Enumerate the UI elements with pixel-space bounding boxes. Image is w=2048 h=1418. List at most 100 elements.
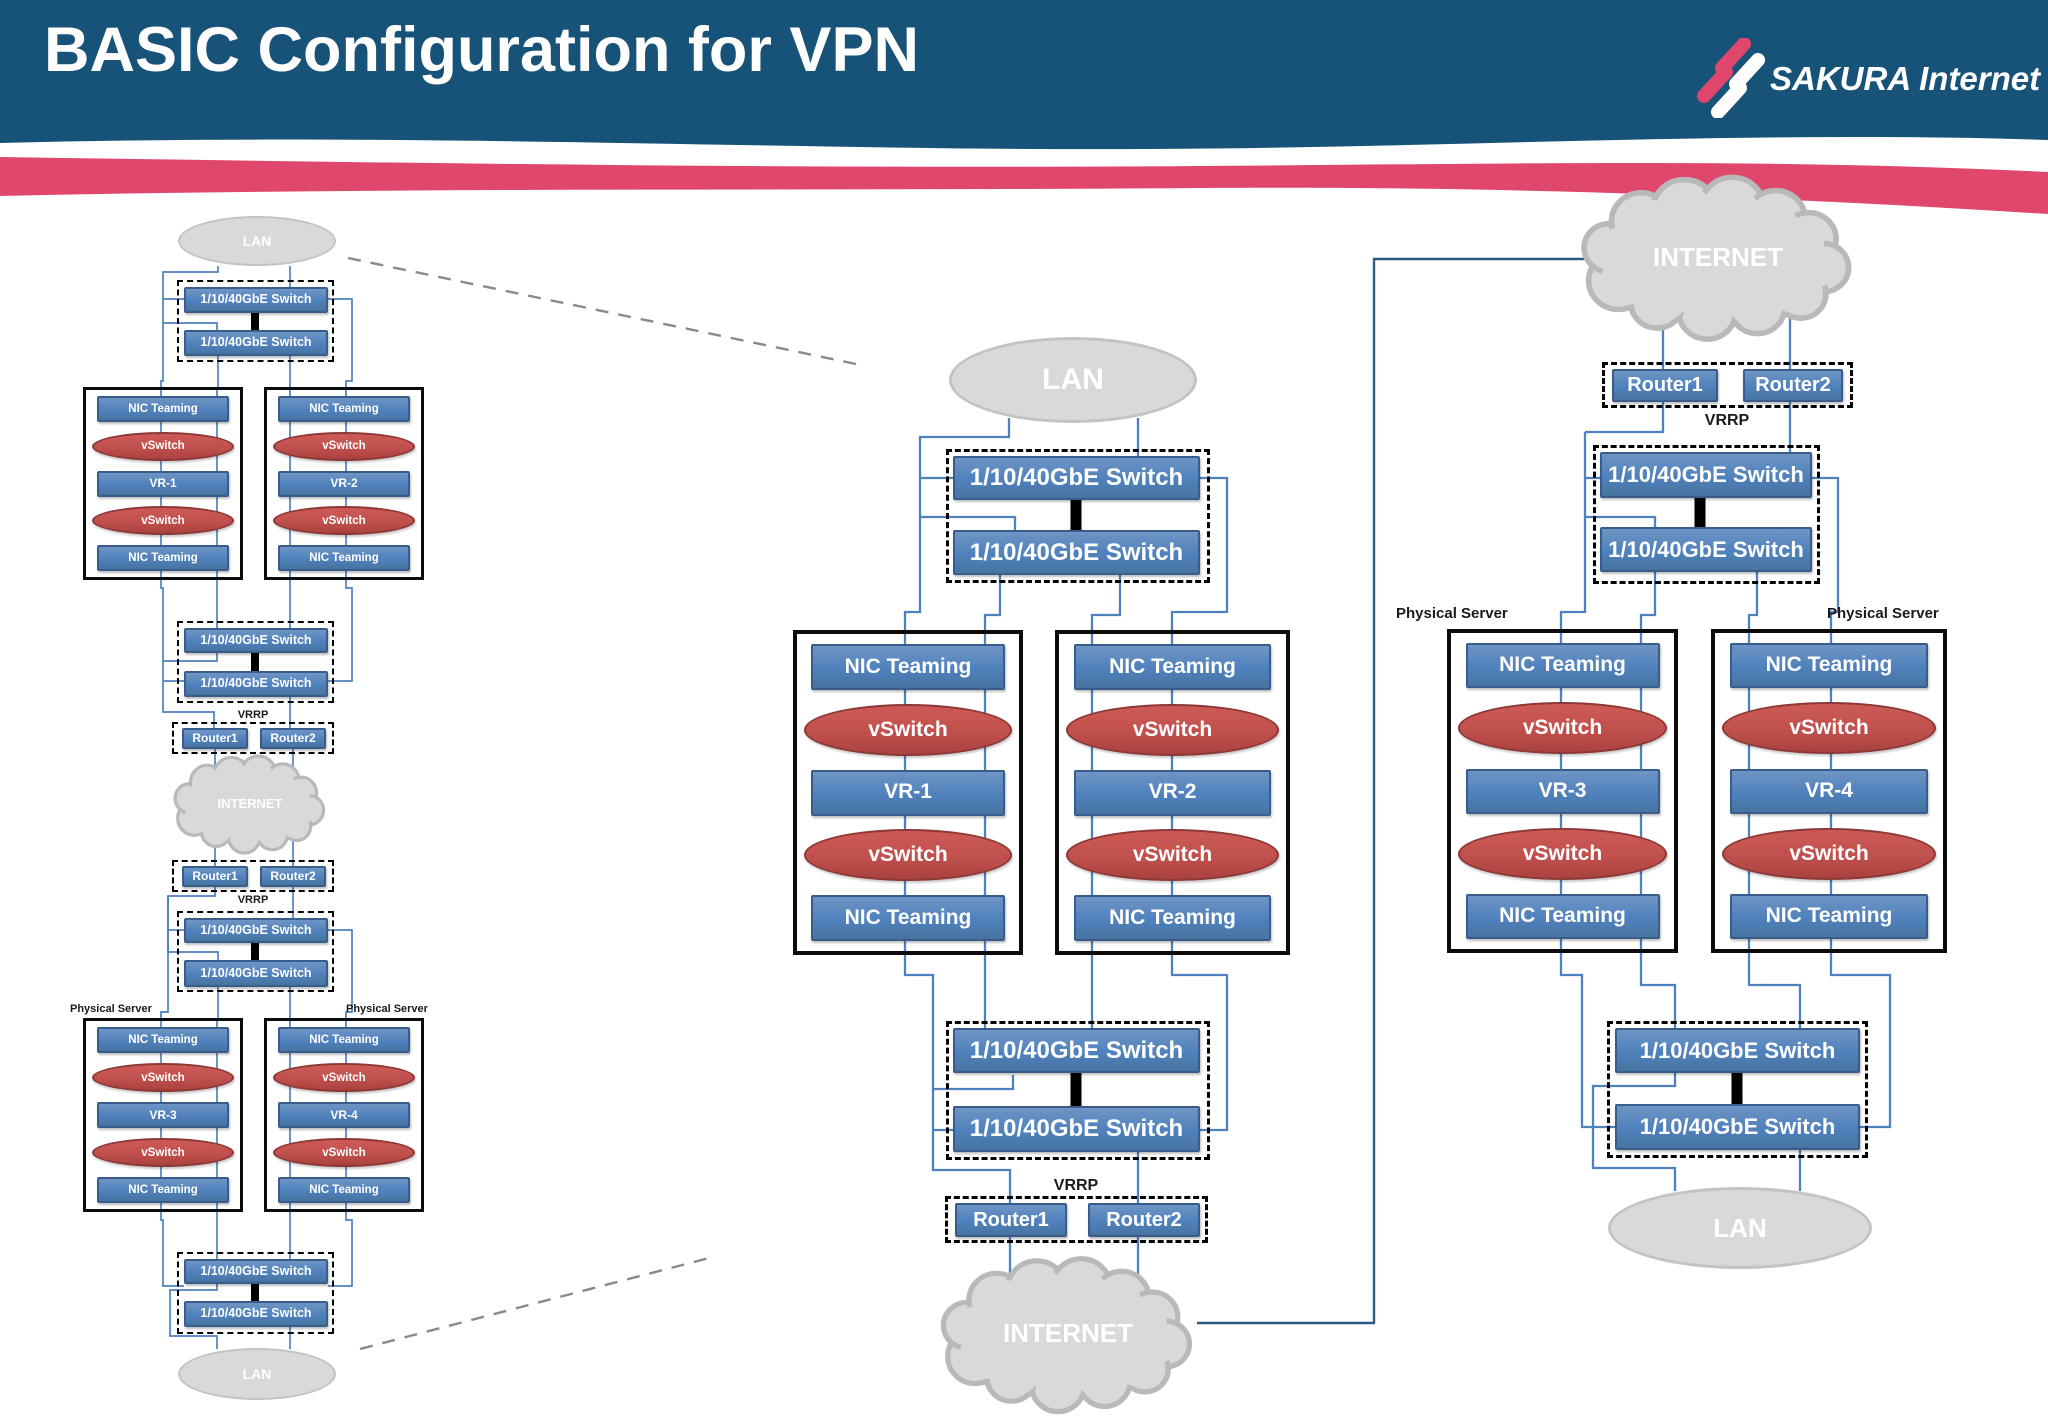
- server-box-vr3: NIC Teaming vSwitch VR-3 vSwitch NIC Tea…: [1447, 629, 1678, 953]
- switch-box: 1/10/40GbE Switch: [184, 918, 328, 943]
- switch-pair-group: [1593, 445, 1820, 584]
- vswitch-ellipse: vSwitch: [1721, 827, 1937, 880]
- router2-box: Router2: [260, 866, 326, 887]
- switch-box: 1/10/40GbE Switch: [184, 671, 328, 697]
- switch-pair-group: [177, 621, 334, 703]
- switch-pair-group: [177, 911, 334, 992]
- server-box-vr4: NIC Teaming vSwitch VR-4 vSwitch NIC Tea…: [264, 1018, 424, 1212]
- brand-logo: SAKURA Internet: [1692, 37, 2040, 119]
- switch-box: 1/10/40GbE Switch: [953, 1106, 1200, 1152]
- physical-server-label: Physical Server: [1396, 604, 1508, 622]
- vr1-box: VR-1: [811, 769, 1005, 816]
- vswitch-ellipse: vSwitch: [92, 1063, 234, 1092]
- lan-ellipse: LAN: [1608, 1187, 1872, 1269]
- switch-pair-group: [946, 1021, 1210, 1160]
- router1-box: Router1: [182, 866, 248, 887]
- vswitch-ellipse: vSwitch: [1457, 827, 1668, 880]
- physical-server-label: Physical Server: [346, 1003, 428, 1015]
- vswitch-ellipse: vSwitch: [273, 506, 415, 536]
- vr2-box: VR-2: [277, 470, 411, 497]
- switch-box: 1/10/40GbE Switch: [953, 1028, 1200, 1073]
- vswitch-ellipse: vSwitch: [1065, 829, 1280, 882]
- router1-box: Router1: [182, 728, 248, 749]
- router1-box: Router1: [955, 1203, 1067, 1237]
- header-wave: [0, 0, 2048, 214]
- vr1-box: VR-1: [96, 470, 230, 497]
- nic-teaming-box: NIC Teaming: [96, 1177, 230, 1203]
- vswitch-ellipse: vSwitch: [273, 431, 415, 461]
- router-pair-group: [172, 860, 334, 892]
- router1-box: Router1: [1612, 369, 1718, 402]
- vswitch-ellipse: vSwitch: [803, 829, 1013, 882]
- nic-teaming-box: NIC Teaming: [1465, 894, 1660, 939]
- switch-box: 1/10/40GbE Switch: [184, 287, 328, 313]
- server-box-vr4: NIC Teaming vSwitch VR-4 vSwitch NIC Tea…: [1711, 629, 1947, 953]
- switch-pair-group: [946, 449, 1210, 583]
- switch-box: 1/10/40GbE Switch: [184, 1259, 328, 1284]
- vrrp-label: VRRP: [237, 894, 269, 906]
- vr2-box: VR-2: [1073, 769, 1272, 816]
- switch-box: 1/10/40GbE Switch: [953, 530, 1200, 575]
- switch-box: 1/10/40GbE Switch: [184, 960, 328, 987]
- vswitch-ellipse: vSwitch: [92, 431, 234, 461]
- nic-teaming-box: NIC Teaming: [1729, 643, 1929, 688]
- switch-box: 1/10/40GbE Switch: [184, 330, 328, 356]
- nic-teaming-box: NIC Teaming: [1073, 644, 1272, 690]
- vrrp-label: VRRP: [1053, 1177, 1099, 1194]
- nic-teaming-box: NIC Teaming: [96, 545, 230, 571]
- vr4-box: VR-4: [1729, 768, 1929, 814]
- server-box-vr1: NIC Teaming vSwitch VR-1 vSwitch NIC Tea…: [793, 630, 1023, 955]
- vswitch-ellipse: vSwitch: [803, 703, 1013, 756]
- switch-box: 1/10/40GbE Switch: [1615, 1104, 1860, 1150]
- router2-box: Router2: [260, 728, 326, 749]
- switch-box: 1/10/40GbE Switch: [184, 1301, 328, 1327]
- nic-teaming-box: NIC Teaming: [811, 644, 1005, 690]
- vswitch-ellipse: vSwitch: [273, 1063, 415, 1092]
- switch-pair-group: [1607, 1021, 1868, 1158]
- switch-pair-group: [177, 280, 334, 362]
- vrrp-label: VRRP: [237, 709, 269, 721]
- vswitch-ellipse: vSwitch: [1457, 702, 1668, 755]
- router-pair-group: [1602, 362, 1853, 408]
- switch-box: 1/10/40GbE Switch: [1600, 527, 1812, 572]
- switch-box: 1/10/40GbE Switch: [953, 456, 1200, 500]
- vr3-box: VR-3: [96, 1102, 230, 1128]
- zoom-link-dashes: [347, 256, 857, 1351]
- vr3-box: VR-3: [1465, 768, 1660, 814]
- switch-pair-group: [177, 1252, 334, 1334]
- router2-box: Router2: [1743, 369, 1843, 402]
- vrrp-label: VRRP: [1704, 412, 1750, 429]
- switch-box: 1/10/40GbE Switch: [184, 628, 328, 653]
- physical-server-label: Physical Server: [1827, 604, 1939, 622]
- server-box-vr2: NIC Teaming vSwitch VR-2 vSwitch NIC Tea…: [264, 387, 424, 580]
- nic-teaming-box: NIC Teaming: [1729, 894, 1929, 939]
- switch-box: 1/10/40GbE Switch: [1615, 1028, 1860, 1073]
- lan-ellipse: LAN: [949, 337, 1197, 423]
- switch-box: 1/10/40GbE Switch: [1600, 452, 1812, 498]
- lan-ellipse: LAN: [178, 216, 336, 266]
- vr4-box: VR-4: [277, 1102, 411, 1128]
- vswitch-ellipse: vSwitch: [92, 1138, 234, 1167]
- nic-teaming-box: NIC Teaming: [277, 545, 411, 571]
- router-pair-group: [172, 722, 334, 754]
- vswitch-ellipse: vSwitch: [273, 1138, 415, 1167]
- internet-label: INTERNET: [1653, 242, 1783, 272]
- nic-teaming-box: NIC Teaming: [277, 396, 411, 422]
- nic-teaming-box: NIC Teaming: [811, 895, 1005, 941]
- brand-name: SAKURA Internet: [1770, 60, 2041, 97]
- nic-teaming-box: NIC Teaming: [96, 396, 230, 422]
- sakura-logo-icon: [1697, 37, 1765, 119]
- slide-title: BASIC Configuration for VPN: [44, 15, 919, 85]
- nic-teaming-box: NIC Teaming: [1465, 643, 1660, 688]
- internet-label: INTERNET: [217, 796, 283, 811]
- server-box-vr3: NIC Teaming vSwitch VR-3 vSwitch NIC Tea…: [83, 1018, 243, 1212]
- vswitch-ellipse: vSwitch: [1721, 702, 1937, 755]
- physical-server-label: Physical Server: [70, 1003, 152, 1015]
- internet-label: INTERNET: [1003, 1318, 1133, 1348]
- server-box-vr1: NIC Teaming vSwitch VR-1 vSwitch NIC Tea…: [83, 387, 243, 580]
- nic-teaming-box: NIC Teaming: [277, 1027, 411, 1053]
- vswitch-ellipse: vSwitch: [92, 506, 234, 536]
- vswitch-ellipse: vSwitch: [1065, 703, 1280, 756]
- nic-teaming-box: NIC Teaming: [277, 1177, 411, 1203]
